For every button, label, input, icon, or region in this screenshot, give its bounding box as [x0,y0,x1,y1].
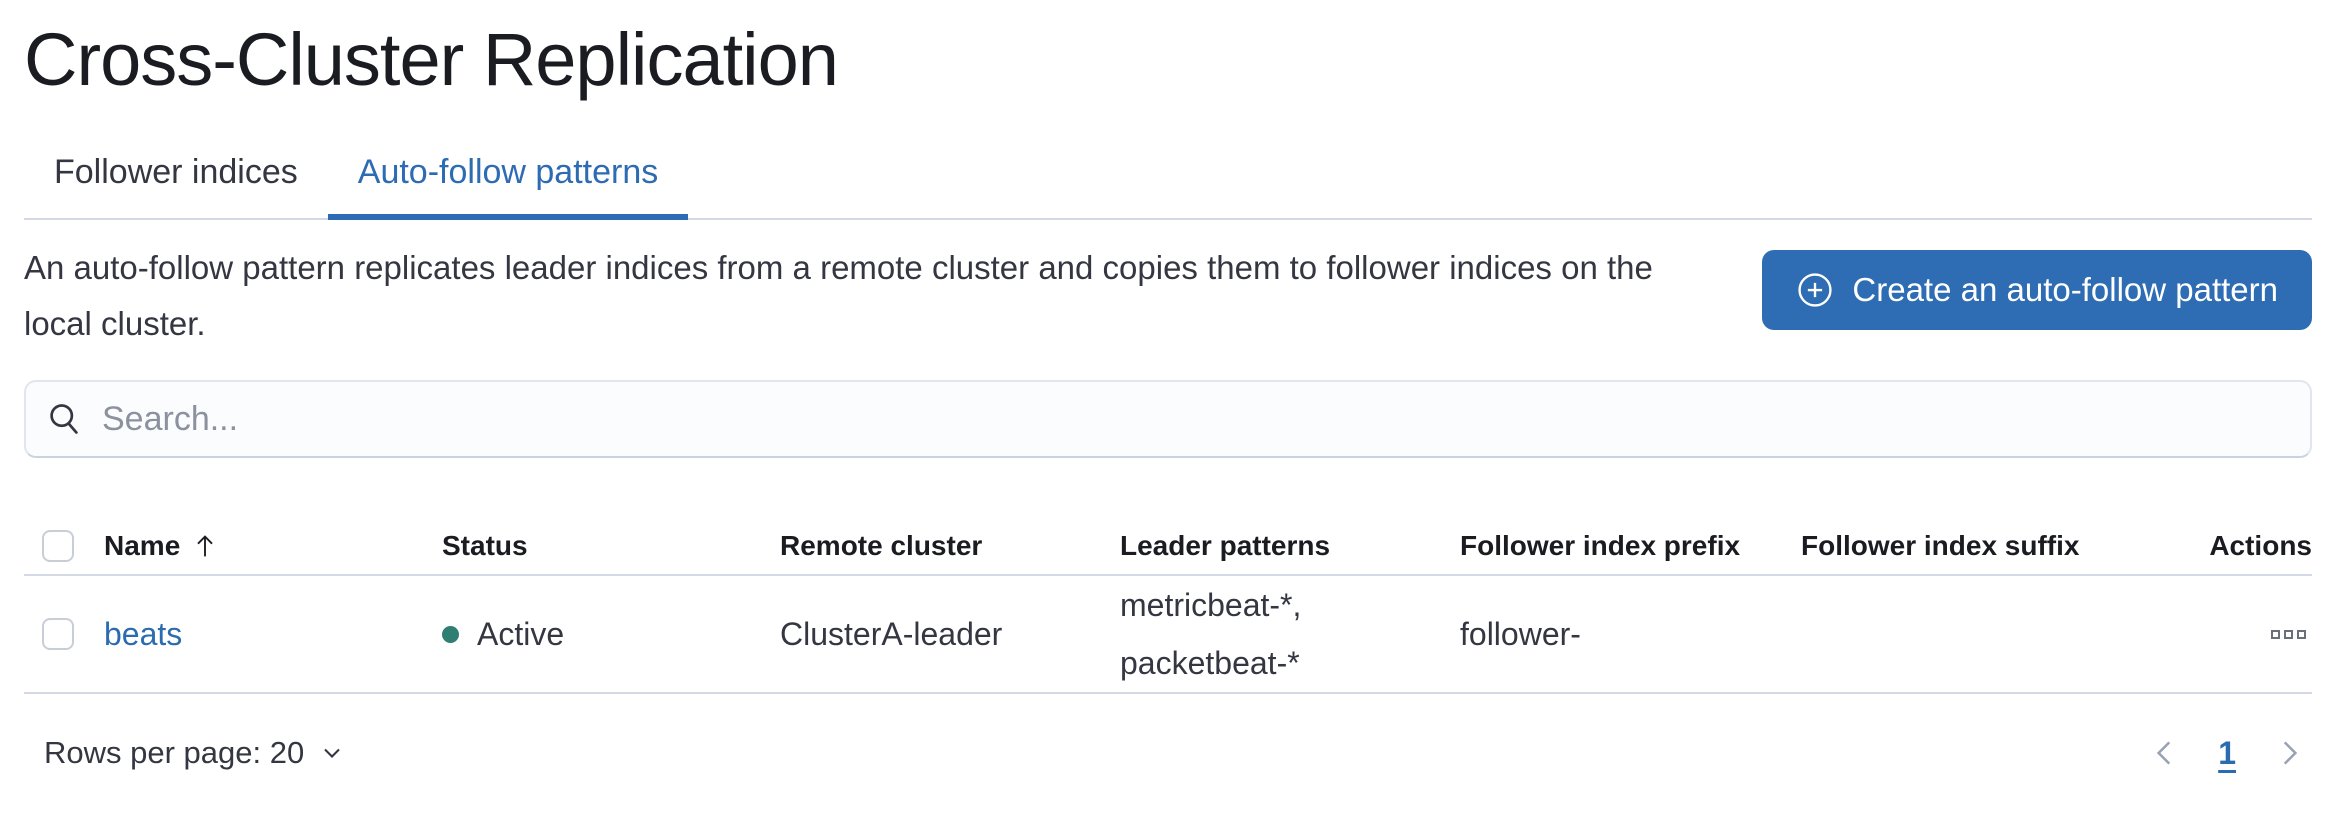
intro-section: An auto-follow pattern replicates leader… [24,240,2312,352]
page-description: An auto-follow pattern replicates leader… [24,249,1653,342]
column-header-name[interactable]: Name [104,530,442,562]
table-row: beats Active ClusterA-leader metricbeat-… [24,576,2312,694]
rows-per-page-label: Rows per page: 20 [44,735,305,770]
auto-follow-patterns-table: Name Status Remote cluster Leader patter… [24,518,2312,694]
actions-cell [2182,624,2312,645]
page-number-button[interactable]: 1 [2218,734,2236,771]
row-actions-button[interactable] [2265,624,2312,645]
chevron-left-icon [2148,736,2182,770]
remote-cluster-cell: ClusterA-leader [780,615,1003,652]
create-auto-follow-pattern-button[interactable]: Create an auto-follow pattern [1762,250,2312,330]
table-header-row: Name Status Remote cluster Leader patter… [24,518,2312,576]
column-header-leader-patterns: Leader patterns [1120,530,1331,561]
cross-cluster-replication-page: Cross-Cluster Replication Follower indic… [0,14,2336,784]
next-page-button[interactable] [2272,736,2306,770]
sort-ascending-arrow-icon [190,531,220,561]
boxes-horizontal-icon [2271,629,2280,639]
status-active-dot-icon [442,625,459,643]
status-cell: Active [442,616,780,653]
chevron-right-icon [2272,736,2306,770]
status-label: Active [477,615,565,652]
leader-pattern-line: metricbeat-*, [1120,587,1302,623]
follower-index-prefix-cell: follower- [1460,615,1581,652]
leader-pattern-line: packetbeat-* [1120,645,1300,681]
plus-in-circle-icon [1796,271,1834,309]
header-checkbox-cell [24,530,104,562]
search-bar [24,380,2312,458]
previous-page-button[interactable] [2148,736,2182,770]
column-header-actions: Actions [2209,530,2312,561]
row-checkbox[interactable] [42,618,74,650]
column-header-remote-cluster: Remote cluster [780,530,983,561]
rows-per-page-button[interactable]: Rows per page: 20 [44,735,346,771]
leader-patterns-cell: metricbeat-*, packetbeat-* [1120,576,1460,692]
column-header-follower-index-prefix: Follower index prefix [1460,530,1741,561]
pagination: 1 [2148,735,2312,772]
chevron-down-icon [318,739,346,767]
tab-follower-indices[interactable]: Follower indices [54,153,298,191]
name-cell: beats [104,616,442,653]
table-footer: Rows per page: 20 1 [24,722,2312,784]
tab-auto-follow-patterns[interactable]: Auto-follow patterns [327,130,689,220]
page-title: Cross-Cluster Replication [24,18,839,101]
tab-bar: Follower indices Auto-follow patterns [24,130,2312,220]
search-icon [46,401,82,437]
select-all-checkbox[interactable] [42,530,74,562]
create-button-label: Create an auto-follow pattern [1852,271,2278,308]
search-input[interactable] [100,398,2290,440]
row-checkbox-cell [24,618,104,650]
pattern-name-link[interactable]: beats [104,615,183,652]
column-header-follower-index-suffix: Follower index suffix [1801,530,2080,561]
column-header-status: Status [442,530,528,561]
